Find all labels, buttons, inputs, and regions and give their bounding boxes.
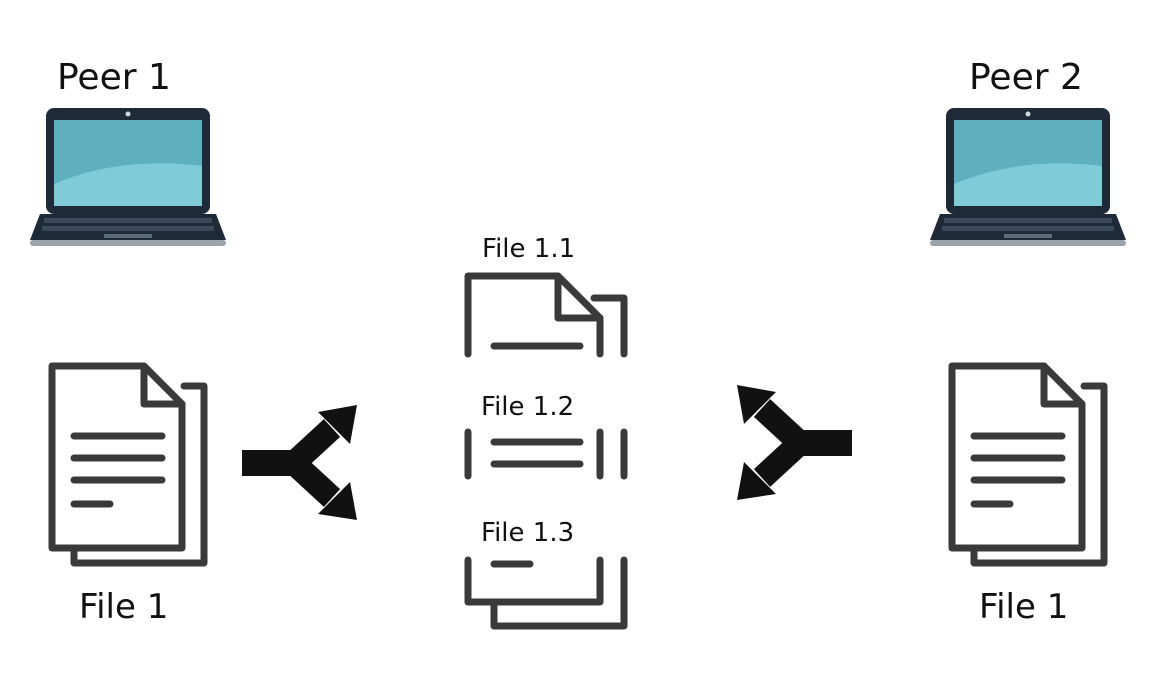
peer-1-label: Peer 1 bbox=[57, 57, 171, 98]
chunk-3-label: File 1.3 bbox=[481, 518, 575, 548]
chunk-2-label: File 1.2 bbox=[481, 392, 575, 422]
document-chunk-bottom-icon bbox=[464, 556, 628, 630]
chunk-1-label: File 1.1 bbox=[482, 234, 576, 264]
peer-1-file-label: File 1 bbox=[79, 587, 169, 627]
split-arrow-icon bbox=[242, 405, 357, 520]
document-icon bbox=[948, 362, 1108, 567]
laptop-icon bbox=[30, 108, 226, 246]
document-chunk-top-icon bbox=[464, 272, 628, 358]
document-chunk-middle-icon bbox=[464, 428, 628, 480]
peer-2-label: Peer 2 bbox=[969, 57, 1083, 98]
laptop-icon bbox=[930, 108, 1126, 246]
peer-2-file-label: File 1 bbox=[979, 587, 1069, 627]
document-icon bbox=[48, 362, 208, 567]
merge-arrow-icon bbox=[737, 385, 852, 500]
